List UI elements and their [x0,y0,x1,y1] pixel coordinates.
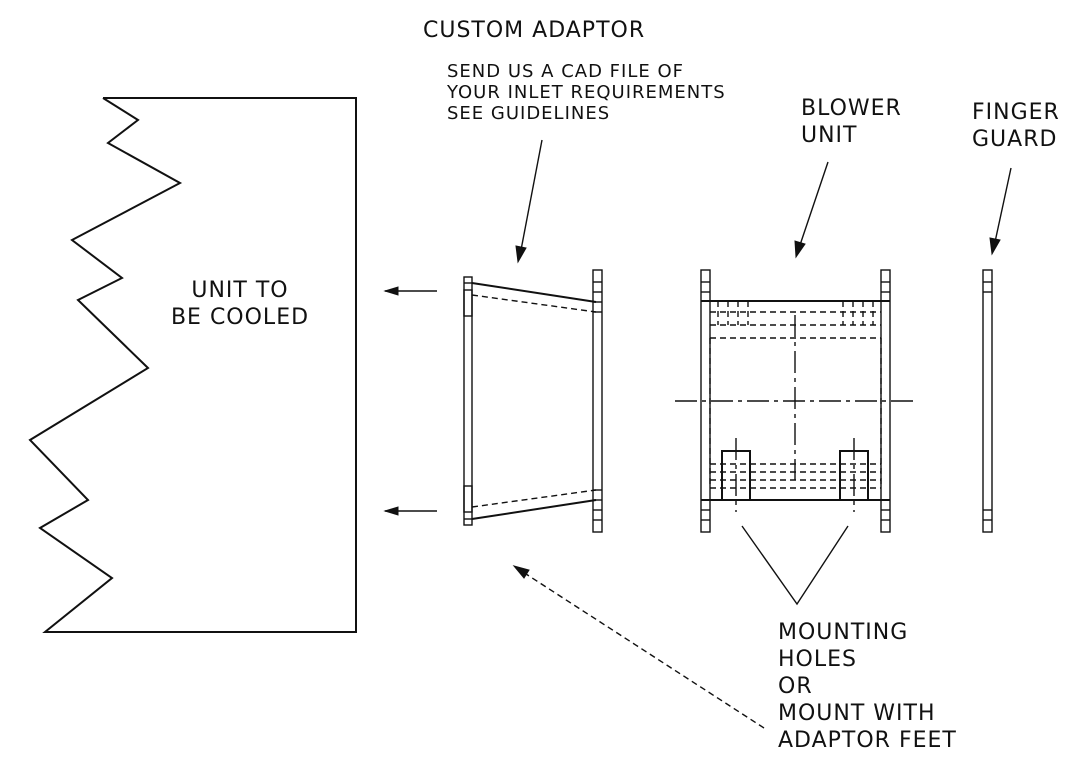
blower-unit-leader [794,161,829,259]
finger-guard-drawing [982,269,993,533]
unit-to-be-cooled-label: UNIT TO BE COOLED [160,277,320,331]
blower-unit-line-1: BLOWER [801,96,902,121]
mounting-holes-leader [741,525,849,606]
cad-note-line-3: SEE GUIDELINES [447,103,611,124]
adaptor-feet-leader [512,565,765,729]
custom-adaptor-drawing [463,269,603,533]
blower-unit-drawing [675,269,916,533]
airflow-arrow-bottom [383,506,437,516]
mounting-label: MOUNTING HOLES OR MOUNT WITH ADAPTOR FEE… [778,619,957,754]
blower-unit-line-2: UNIT [801,123,858,148]
custom-adaptor-label: CUSTOM ADAPTOR [423,18,646,43]
cad-note-line-1: SEND US A CAD FILE OF [447,61,684,82]
mounting-line-3: OR [778,674,813,699]
cad-note-line-2: YOUR INLET REQUIREMENTS [447,82,726,103]
finger-guard-line-2: GUARD [972,127,1058,152]
unit-to-be-cooled-line-1: UNIT TO [191,278,289,303]
mounting-line-2: HOLES [778,647,857,672]
unit-to-be-cooled-line-2: BE COOLED [170,305,310,330]
blower-unit-label: BLOWER UNIT [801,95,902,149]
mounting-line-4: MOUNT WITH [778,701,936,726]
mounting-line-5: ADAPTOR FEET [778,728,957,753]
finger-guard-line-1: FINGER [972,100,1060,125]
mounting-line-1: MOUNTING [778,620,909,645]
custom-adaptor-leader [515,139,543,264]
airflow-arrow-top [383,286,437,296]
finger-guard-leader [989,167,1012,256]
finger-guard-label: FINGER GUARD [972,99,1060,153]
cad-note-label: SEND US A CAD FILE OF YOUR INLET REQUIRE… [447,61,726,124]
unit-to-be-cooled-outline [28,97,357,633]
